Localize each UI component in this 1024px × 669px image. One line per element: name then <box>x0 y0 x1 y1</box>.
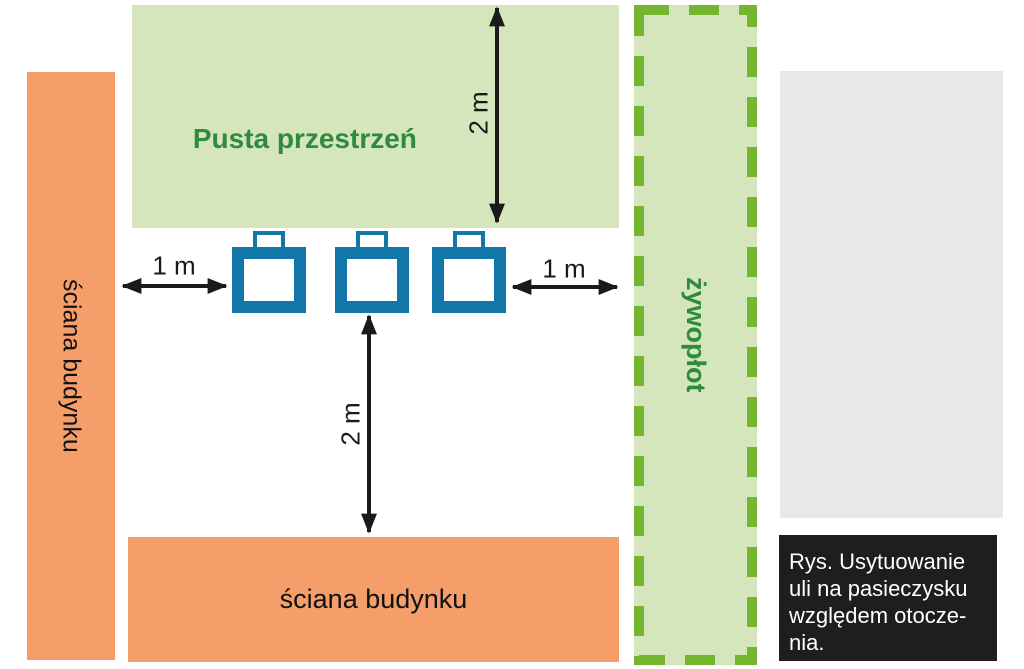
beehive-icon <box>432 231 506 313</box>
left-gap-label: 1 m <box>152 250 196 281</box>
hive-body <box>432 247 506 313</box>
left-wall-label: ściana budynku <box>57 279 86 453</box>
caption-line: nia. <box>789 630 825 655</box>
hive-body <box>335 247 409 313</box>
top-gap-label: 2 m <box>463 91 494 135</box>
bottom-gap-label: 2 m <box>335 402 366 446</box>
hedge-dashed-border <box>634 5 757 665</box>
bottom-wall-label: ściana budynku <box>279 584 468 614</box>
hedge-area: żywopłot <box>634 5 757 665</box>
caption-line: uli na pasieczysku <box>789 576 968 601</box>
left-building-wall: ściana budynku <box>27 72 115 660</box>
beehive-icon <box>232 231 306 313</box>
empty-space-label: Pusta przestrzeń <box>192 122 417 154</box>
bottom-building-wall: ściana budynku <box>128 537 619 662</box>
empty-space-area: Pusta przestrzeń <box>132 5 619 228</box>
caption-line: Rys. Usytuowanie <box>789 549 966 574</box>
figure-caption: Rys. Usytuowanie uli na pasieczysku wzgl… <box>779 535 997 661</box>
hive-body <box>232 247 306 313</box>
right-gap-label: 1 m <box>542 253 586 284</box>
gray-block <box>780 71 1003 518</box>
caption-line: względem otocze- <box>789 603 967 628</box>
hive-roof <box>253 231 285 251</box>
hive-roof <box>453 231 485 251</box>
hive-roof <box>356 231 388 251</box>
hedge-label: żywopłot <box>681 277 711 393</box>
beehive-icon <box>335 231 409 313</box>
